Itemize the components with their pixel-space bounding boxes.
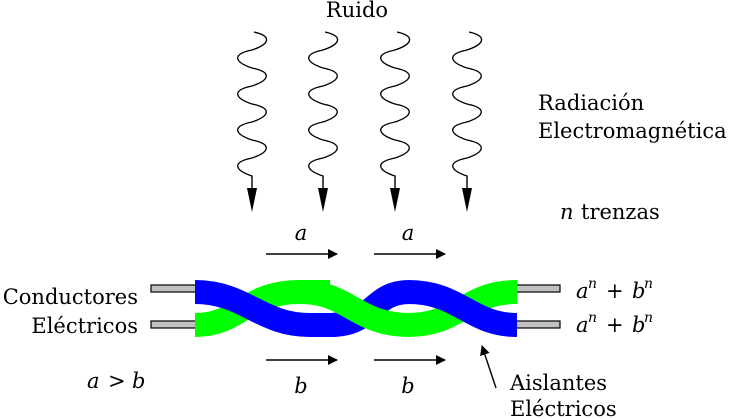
noise-wave [380,31,411,188]
output-label-bottom: a n + b n [576,310,653,337]
output-top-exp-a: n [588,276,597,292]
output-bottom-a: a [576,313,589,337]
output-top-exp-b: n [644,276,653,292]
blue-wire-seg1 [194,280,335,337]
output-bottom-b: b [632,313,645,337]
noise-arrowhead-icon [247,188,257,212]
insulator-label-line1: Aislantes [509,371,607,395]
condition-op: > [108,369,126,393]
conductor-right-bottom [515,320,561,329]
blue-wire-seg3 [407,280,518,337]
condition-rhs: b [132,369,145,393]
twists-text: trenzas [581,200,660,224]
noise-waves [237,31,483,212]
noise-wave [237,31,268,188]
condition-label: a > b [87,369,145,393]
arrow-top-label-1: a [295,221,308,245]
arrow-bottom-label-2: b [401,374,414,398]
noise-wave [452,31,483,188]
twisted-pair [194,280,518,337]
output-bottom-exp-a: n [588,310,597,326]
noise-arrowhead-icon [318,188,328,212]
insulator-label-line2: Eléctricos [510,397,617,419]
arrow-bottom-label-1: b [294,374,307,398]
output-bottom-exp-b: n [644,310,653,326]
condition-lhs: a [87,369,100,393]
output-top-a: a [576,279,589,303]
noise-arrowhead-icon [390,188,400,212]
output-top-plus: + [606,279,624,303]
green-wire-seg2 [299,280,411,337]
arrow-top-label-2: a [402,221,415,245]
insulator-pointer-arrow [480,345,497,389]
noise-title: Ruido [326,0,388,22]
radiation-label-line2: Electromagnética [538,119,727,143]
twists-label: n trenzas [560,200,660,224]
conductor-right-top [515,284,561,293]
noise-arrowhead-icon [462,188,472,212]
conductors-label-line2: Eléctricos [31,314,138,338]
output-top-b: b [632,279,645,303]
radiation-label-line1: Radiación [538,91,644,115]
noise-wave [308,31,339,188]
conductor-left-bottom [150,320,197,329]
output-label-top: a n + b n [576,276,653,303]
twists-variable: n [560,200,574,224]
output-bottom-plus: + [606,313,624,337]
conductors-label-line1: Conductores [3,285,138,309]
conductor-left-top [150,284,197,293]
